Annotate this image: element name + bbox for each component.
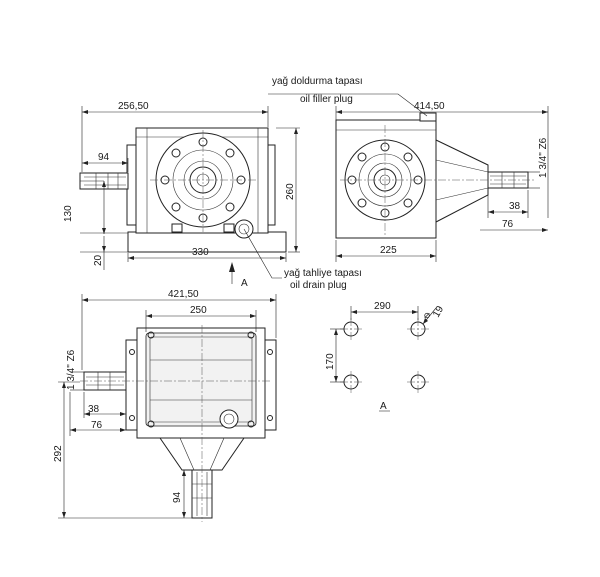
filler-plug-label-tr: yağ doldurma tapası xyxy=(272,76,363,87)
hole-diameter-symbol: ⌀ xyxy=(424,310,430,321)
top-dim-overall-width: 421,50 xyxy=(168,289,199,300)
hole-dim-spacing-y: 170 xyxy=(325,353,336,370)
side-dim-base-width: 225 xyxy=(380,245,397,256)
side-view: 414,50 1 3/4" Z6 38 76 225 yağ doldurma … xyxy=(268,76,549,262)
side-thread-label: 1 3/4" Z6 xyxy=(538,137,549,178)
front-dim-base-height: 20 xyxy=(93,254,104,266)
drain-plug-label-tr: yağ tahliye tapası xyxy=(284,268,362,279)
top-cover xyxy=(145,332,257,427)
front-dim-overall-height: 260 xyxy=(285,183,296,200)
top-right-flange xyxy=(263,339,277,431)
side-filler-plug xyxy=(419,112,437,122)
front-view: 256,50 94 130 20 330 260 xyxy=(63,101,362,291)
top-view: 421,50 250 1 3/4" Z6 38 76 292 xyxy=(53,289,277,522)
top-thread-label: 1 3/4" Z6 xyxy=(66,349,77,390)
front-dim-overall-width: 256,50 xyxy=(118,101,149,112)
hole-dim-spacing-x: 290 xyxy=(374,301,391,312)
top-dim-38: 38 xyxy=(88,404,100,415)
drain-plug-label-en: oil drain plug xyxy=(290,280,347,291)
side-dim-overall-width: 414,50 xyxy=(414,101,445,112)
top-dim-shaft-length: 94 xyxy=(172,491,183,503)
top-dim-76: 76 xyxy=(91,420,103,431)
filler-plug-label-en: oil filler plug xyxy=(300,94,353,105)
side-dim-76: 76 xyxy=(502,219,514,230)
front-dim-shaft-length: 94 xyxy=(98,152,110,163)
view-arrow-label: A xyxy=(241,278,248,289)
front-dim-base-width: 330 xyxy=(192,247,209,258)
top-filler-plug xyxy=(219,409,239,429)
top-dim-cover-width: 250 xyxy=(190,305,207,316)
front-dim-shaft-height: 130 xyxy=(63,205,74,222)
top-dim-overall-depth: 292 xyxy=(53,445,64,462)
top-left-flange xyxy=(125,339,139,431)
view-a-label: A xyxy=(380,401,387,412)
side-bracket xyxy=(435,139,489,223)
hole-pattern-view: 290 ⌀ 19 170 A xyxy=(325,301,446,412)
side-dim-38: 38 xyxy=(509,201,521,212)
hole-dim-diameter: 19 xyxy=(431,304,446,320)
